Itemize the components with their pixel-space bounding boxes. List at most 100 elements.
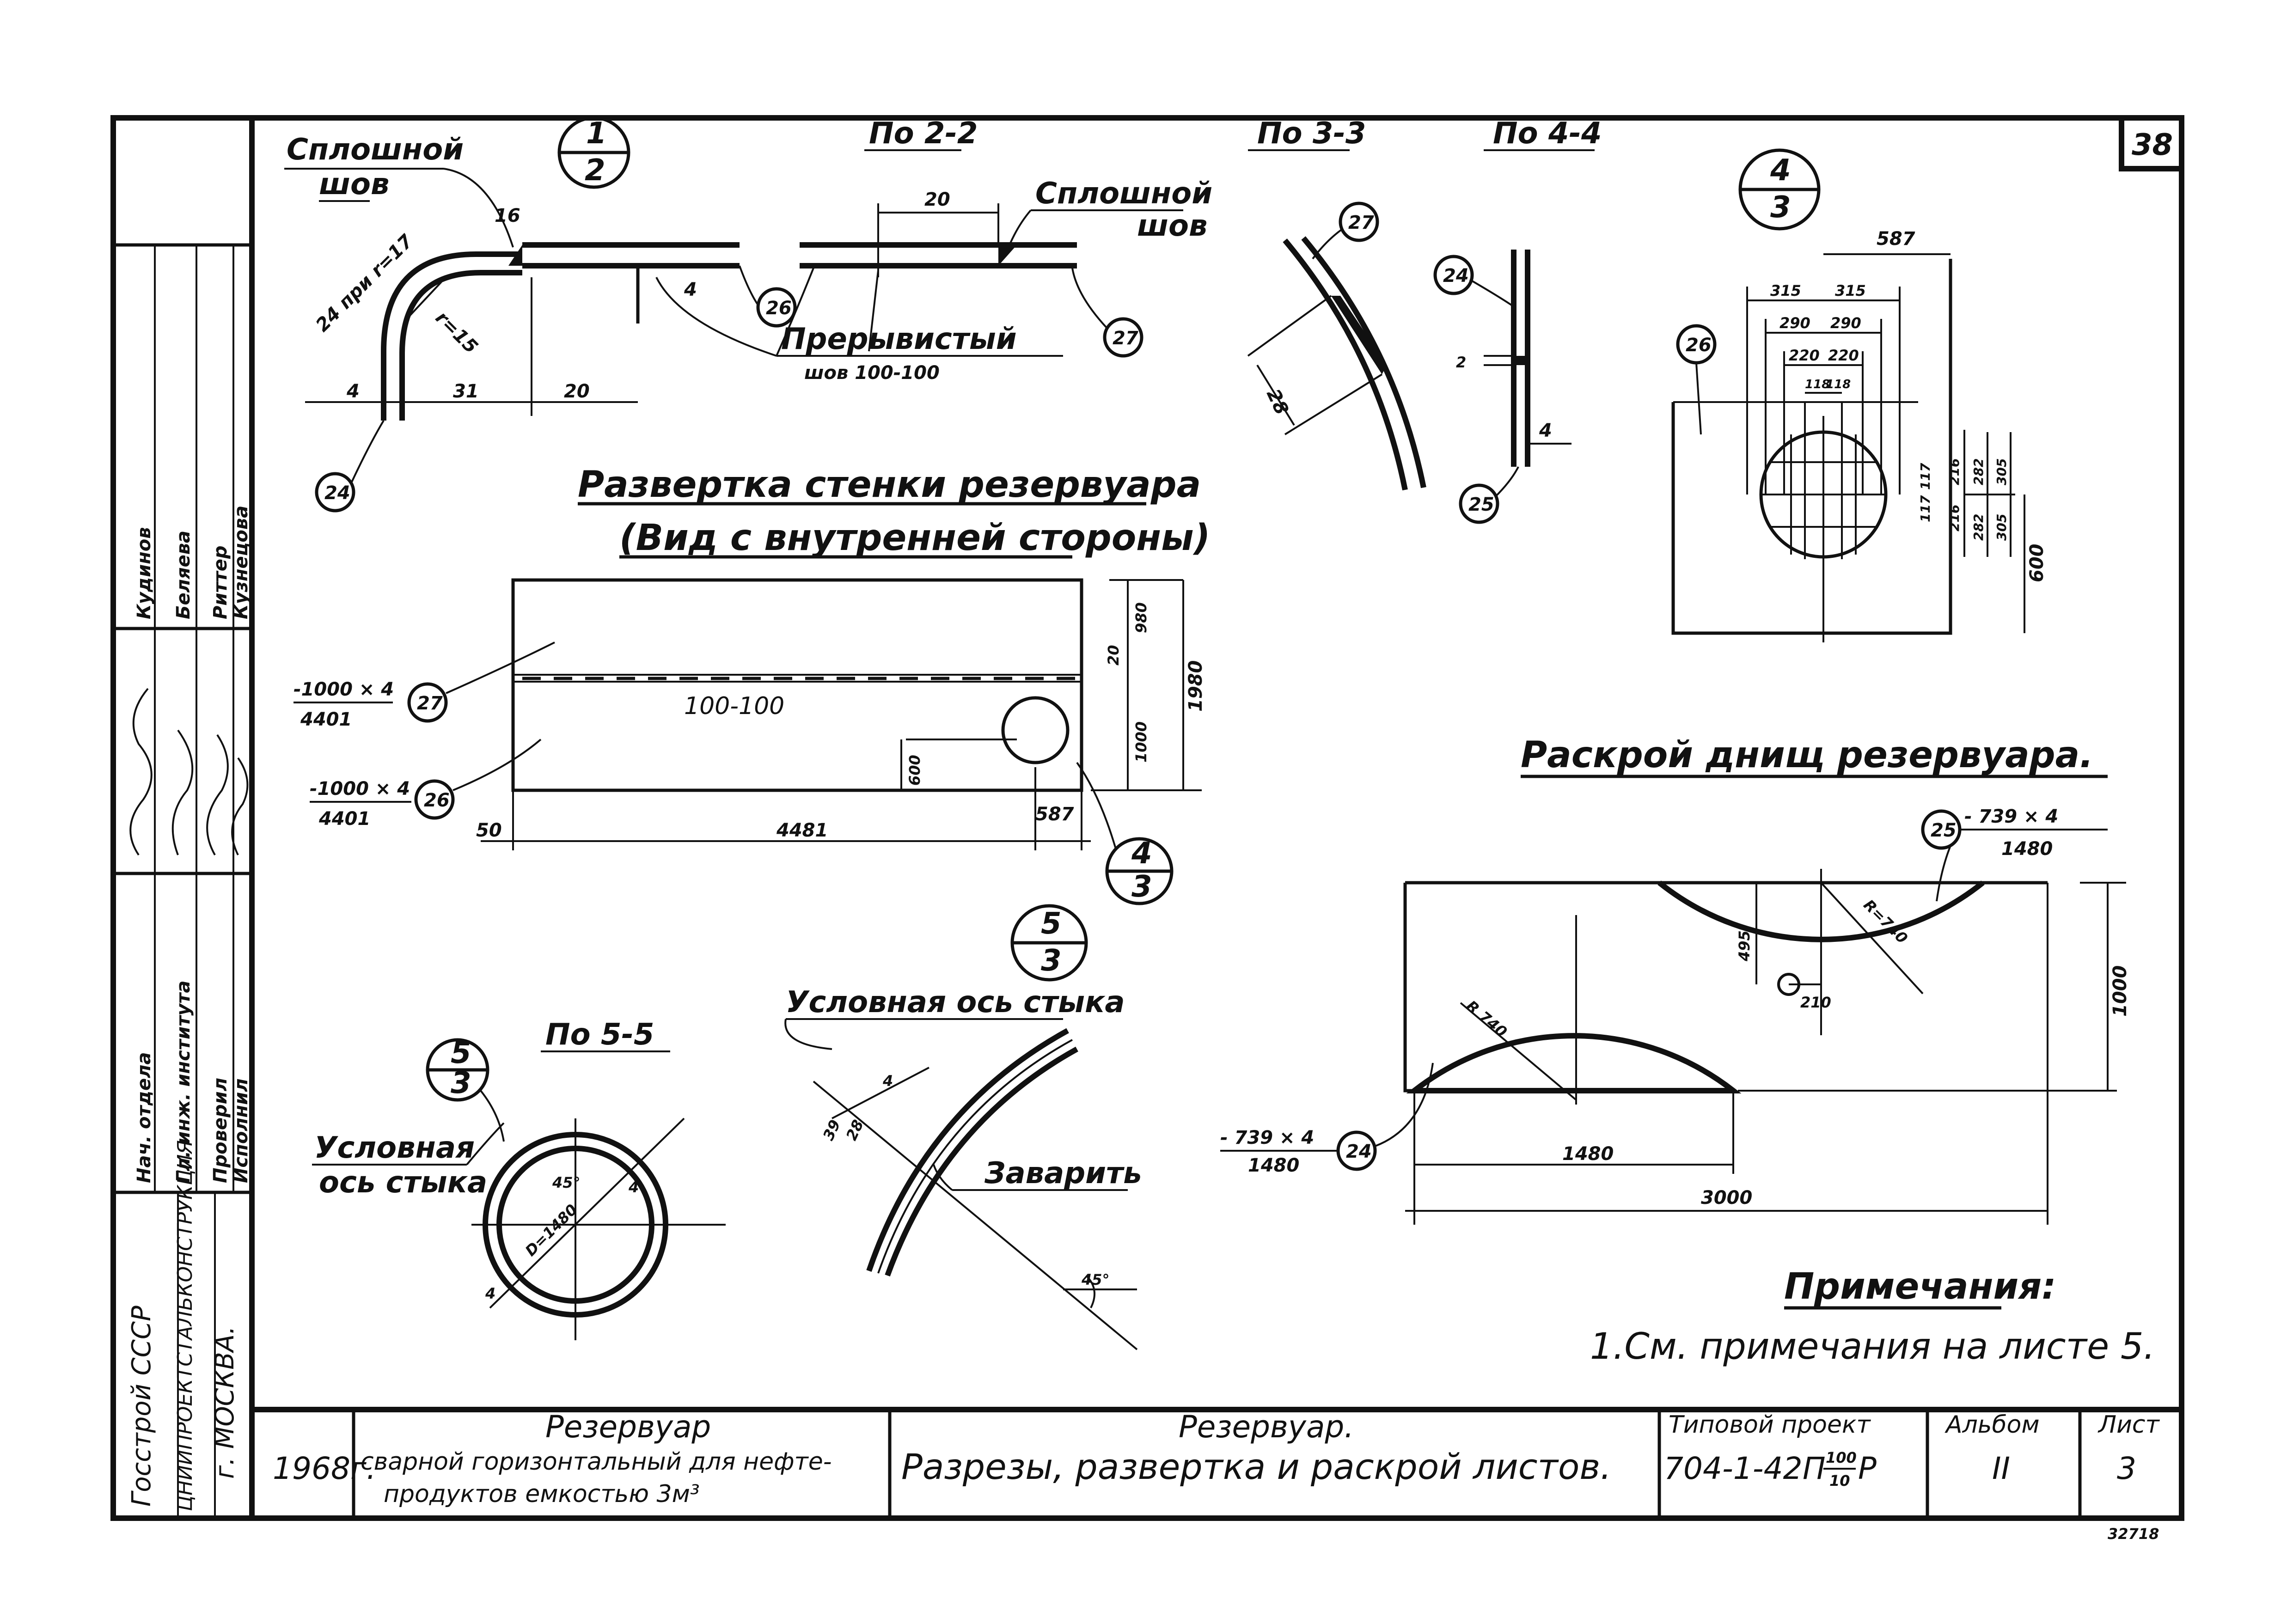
dim-4-right: 4 — [684, 279, 697, 300]
signature-scribble — [129, 688, 249, 856]
tb-project-prefix: П — [1803, 1451, 1826, 1486]
tb-object-desc-1: сварной горизонтальный для нефте- — [361, 1448, 832, 1476]
archive-stamp: 32718 — [2108, 1525, 2159, 1543]
dim-290b: 290 — [1830, 314, 1861, 332]
bottoms-title: Раскрой днищ резервуара. — [1521, 734, 2093, 776]
marker-top: 5 — [1041, 907, 1062, 941]
dim-282a: 282 — [1971, 458, 1986, 485]
tb-project-code: 704-1-42 — [1664, 1451, 1803, 1486]
tb-object-desc-2: продуктов емкостью 3м³ — [384, 1480, 700, 1508]
dim-216a: 216 — [1947, 458, 1962, 485]
dim-117a: 117 — [1918, 463, 1933, 490]
dim-600: 600 — [906, 755, 923, 786]
tb-sheet-title-1: Резервуар. — [1179, 1409, 1354, 1445]
ref-24: 24 — [1443, 265, 1469, 287]
dim-117b: 117 — [1918, 495, 1933, 522]
ref-25-circle — [1459, 483, 1499, 524]
dim-1480: 1480 — [1562, 1143, 1614, 1165]
ref-26: 26 — [424, 790, 450, 811]
marker-bottom: 2 — [585, 153, 605, 188]
dim-20: 20 — [1105, 645, 1122, 665]
dim-diam: D=1480 — [522, 1201, 581, 1260]
dim-600: 600 — [2026, 544, 2048, 583]
label-solid-weld-1: Сплошной — [1035, 177, 1212, 211]
marker-bottom: 3 — [1041, 944, 1062, 978]
role-2: Гл. инж. института — [173, 980, 194, 1183]
wall-title-2: (Вид с внутренней стороны) — [619, 517, 1210, 559]
detail-5-3: 5 3 Условная ось стыка 39 28 4 45° Завар… — [784, 904, 1142, 1350]
dim-2: 2 — [1456, 354, 1466, 371]
label-interrupted-1: Прерывистый — [781, 322, 1017, 356]
marker-bottom: 3 — [1770, 190, 1791, 225]
dim-radius-inner: r=15 — [431, 307, 482, 358]
ref-24-circle — [315, 472, 355, 513]
dim-angle: 45° — [552, 1174, 581, 1191]
plate-24-bottom: 1480 — [1248, 1155, 1299, 1176]
dim-305b: 305 — [1994, 514, 2009, 541]
dim-R-right: R=740 — [1860, 896, 1911, 947]
ref-26: 26 — [766, 298, 792, 319]
dim-4: 4 — [1539, 420, 1552, 441]
org-name-2: ЦНИИПРОЕКТСТАЛЬКОНСТРУКЦИЯ — [173, 1140, 197, 1511]
dim-28: 28 — [843, 1117, 867, 1143]
dim-980: 980 — [1132, 602, 1150, 633]
ref-27: 27 — [1113, 328, 1138, 349]
dim-210: 210 — [1800, 994, 1831, 1011]
tb-sheet-label: Лист — [2097, 1411, 2160, 1439]
section-5-5-title: По 5-5 — [545, 1018, 654, 1052]
ref-25: 25 — [1931, 820, 1957, 841]
marker-top: 1 — [586, 116, 607, 151]
title-block: 1968г. Резервуар сварной горизонтальный … — [273, 1409, 2160, 1508]
tb-object-name: Резервуар — [545, 1409, 711, 1445]
tb-project-label: Типовой проект — [1669, 1411, 1871, 1439]
ref-27: 27 — [1348, 212, 1374, 233]
section-5-5: По 5-5 45° D=1480 4 4 5 3 Условная ось с… — [312, 1018, 726, 1340]
section-4-4-title: По 4-4 — [1493, 116, 1602, 151]
left-stamp: Госстрой СССР ЦНИИПРОЕКТСТАЛЬКОНСТРУКЦИЯ… — [127, 506, 252, 1511]
plate-26-bottom: 4401 — [318, 808, 370, 830]
dim-290a: 290 — [1779, 314, 1810, 332]
plate-26-top: -1000 × 4 — [310, 778, 410, 800]
dim-220b: 220 — [1828, 347, 1859, 364]
ref-27-circle — [1339, 201, 1379, 242]
name-1: Кудинов — [134, 527, 155, 619]
dim-4-left: 4 — [346, 381, 360, 402]
dim-495: 495 — [1736, 930, 1753, 962]
dim-1000: 1000 — [2110, 965, 2131, 1017]
bottoms-cutting: Раскрой днищ резервуара. 495 R=740 R 740… — [1220, 734, 2131, 1225]
dim-118a: 118 — [1805, 378, 1830, 391]
dim-20: 20 — [924, 189, 950, 210]
dim-216b: 216 — [1947, 505, 1962, 531]
marker-bottom: 3 — [1131, 870, 1152, 904]
dim-1000: 1000 — [1132, 721, 1150, 763]
label-solid-weld-1: Сплошной — [287, 133, 464, 167]
label-axis-2: ось стыка — [319, 1166, 487, 1200]
org-name-3: г. МОСКВА. — [210, 1326, 240, 1479]
ref-24: 24 — [324, 482, 350, 504]
dim-305a: 305 — [1994, 458, 2009, 485]
tb-project-tail: Р — [1858, 1451, 1877, 1486]
dim-50: 50 — [476, 820, 502, 841]
name-2: Беляева — [173, 531, 194, 619]
ref-27-circle — [407, 682, 448, 723]
wall-plate-outline — [511, 578, 1083, 792]
tb-album-value: II — [1992, 1451, 2010, 1486]
dim-angle: 45° — [1081, 1271, 1110, 1288]
dim-4481: 4481 — [776, 820, 828, 841]
dim-220a: 220 — [1789, 347, 1820, 364]
label-interrupted-2: шов 100-100 — [804, 362, 940, 384]
tb-project-fraction-top: 100 — [1826, 1449, 1857, 1466]
section-2-2: По 2-2 20 Сплошной шов Прерывистый шов 1… — [655, 116, 1212, 384]
section-4-4: По 4-4 2 4 24 25 — [1433, 116, 1602, 524]
ref-27: 27 — [417, 693, 443, 714]
ref-26: 26 — [1686, 335, 1712, 356]
label-solid-weld-2: шов — [319, 167, 389, 201]
dim-31: 31 — [453, 381, 479, 402]
role-1: Нач. отдела — [134, 1052, 155, 1183]
marker-bottom: 3 — [451, 1066, 471, 1100]
label-weld: Заварить — [984, 1156, 1142, 1191]
dim-4b: 4 — [628, 1178, 639, 1196]
tb-year: 1968г. — [273, 1451, 376, 1486]
dim-282b: 282 — [1971, 514, 1986, 541]
